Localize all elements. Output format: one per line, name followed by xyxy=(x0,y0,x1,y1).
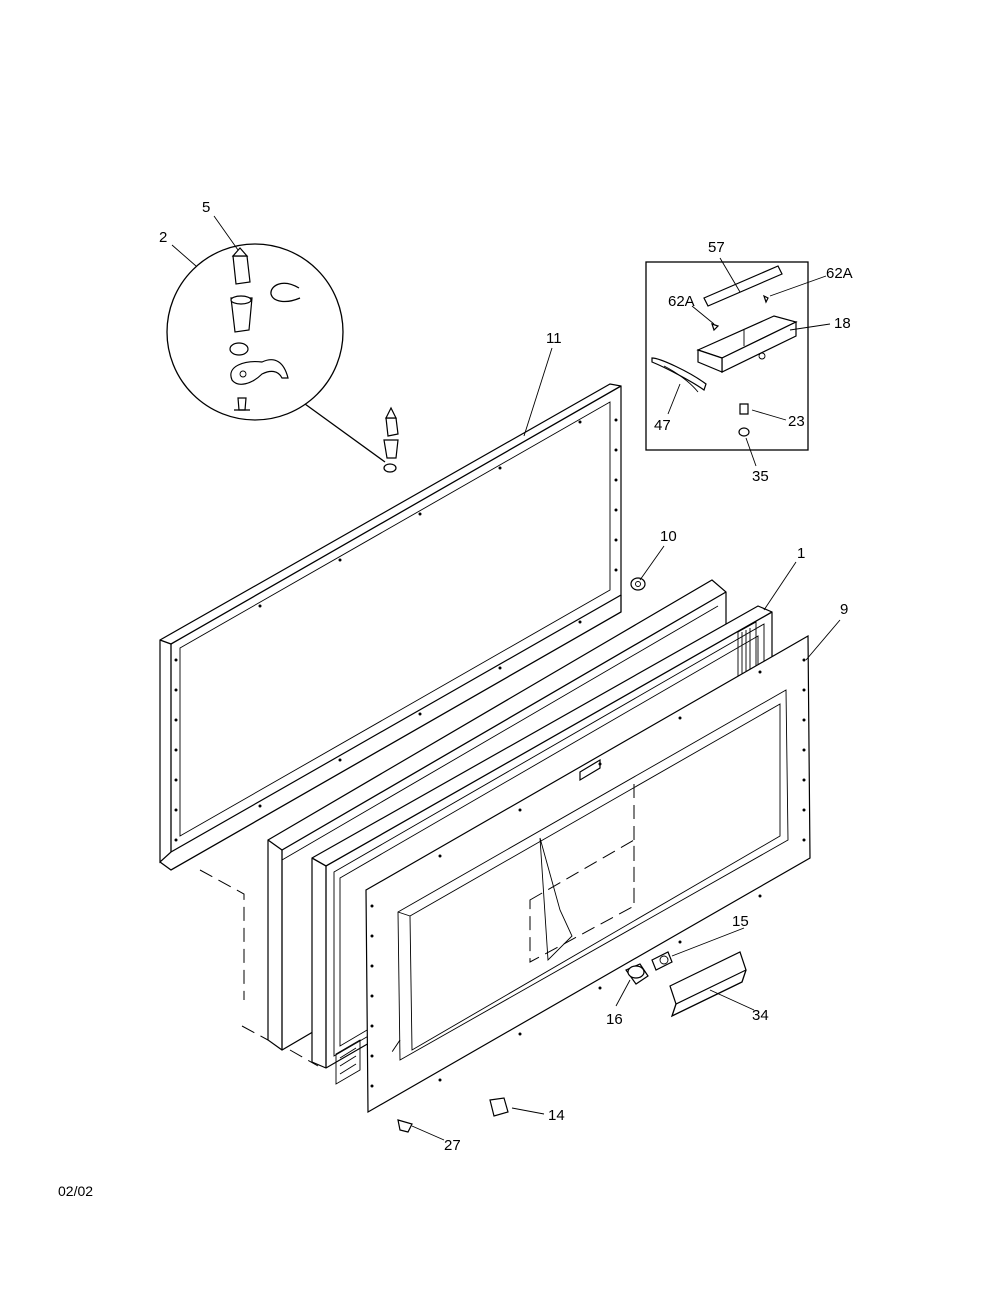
callout-57: 57 xyxy=(708,239,725,256)
leader-lines xyxy=(171,215,841,1141)
footer-code: 02/02 xyxy=(58,1183,94,1199)
callout-9: 9 xyxy=(840,601,848,618)
outer-door-panel xyxy=(365,634,811,1114)
callout-18: 18 xyxy=(834,315,851,332)
handle-part xyxy=(669,951,747,1018)
callout-62a-left: 62A xyxy=(668,293,695,310)
callout-labels: 5 2 11 10 1 9 15 16 34 14 27 57 62A 62A … xyxy=(159,199,853,1154)
callout-11: 11 xyxy=(546,330,562,347)
alignment-lines xyxy=(199,869,401,1067)
callout-23: 23 xyxy=(788,413,805,430)
callout-2: 2 xyxy=(159,229,167,246)
callout-16: 16 xyxy=(606,1011,623,1028)
callout-62a-right: 62A xyxy=(826,265,853,282)
callout-15: 15 xyxy=(732,913,749,930)
callout-35: 35 xyxy=(752,468,769,485)
hinge-block-part xyxy=(489,1097,509,1117)
screw-part xyxy=(397,1119,413,1133)
lock-cylinder-part xyxy=(651,951,673,971)
plug-part xyxy=(630,577,646,591)
callout-47: 47 xyxy=(654,417,671,434)
hinge-detail-circle xyxy=(166,243,386,463)
callout-27: 27 xyxy=(444,1137,461,1154)
callout-10: 10 xyxy=(660,528,677,545)
lid-panel xyxy=(159,383,622,871)
callout-1: 1 xyxy=(797,545,805,562)
lock-body-part xyxy=(625,963,649,985)
control-inset-box xyxy=(645,261,809,451)
callout-5: 5 xyxy=(202,199,210,216)
callout-14: 14 xyxy=(548,1107,565,1124)
callout-34: 34 xyxy=(752,1007,769,1024)
